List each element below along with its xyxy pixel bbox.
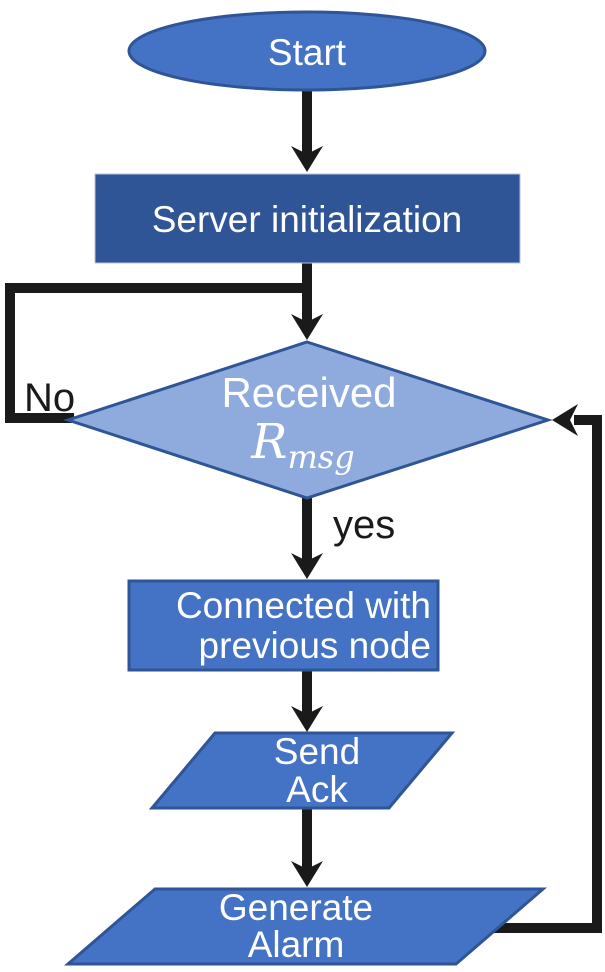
send-ack-label-line2: Ack [286,769,348,810]
connected-node [127,579,440,672]
start-node [127,10,487,92]
received-label: Received [221,369,396,416]
start-label: Start [268,32,347,73]
shape-layer [63,10,553,966]
send-ack-node [148,731,456,810]
arrowhead-down-into-alarm-icon [291,861,323,887]
arrowhead-left-into-decision-icon [552,404,578,436]
connected-label-line2: previous node [199,625,431,666]
server-initialization-label: Server initialization [152,199,463,240]
arrowhead-down-into-connected-icon [291,553,323,579]
yes-edge-label: yes [333,503,395,547]
arrowhead-down-into-server-icon [291,146,323,172]
server-initialization-node [94,173,521,264]
received-math-label: Rmsg [250,414,354,476]
connector-layer [5,84,602,933]
connected-label-line1: Connected with [176,585,431,626]
arrowhead-down-into-decision-icon [291,314,323,340]
edge-no-loop [5,283,307,423]
math-base: R [250,414,287,470]
label-layer: Start Server initialization Received Rms… [24,32,462,965]
math-subscript: msg [287,438,354,476]
generate-alarm-node [63,887,548,966]
received-decision-node [63,340,553,500]
edge-alarm-loop-to-decision [494,415,602,933]
no-edge-label: No [24,376,75,420]
generate-alarm-label-line1: Generate [219,887,373,928]
send-ack-label-line1: Send [274,731,360,772]
arrowhead-down-into-sendack-icon [291,706,323,732]
generate-alarm-label-line2: Alarm [248,924,345,965]
